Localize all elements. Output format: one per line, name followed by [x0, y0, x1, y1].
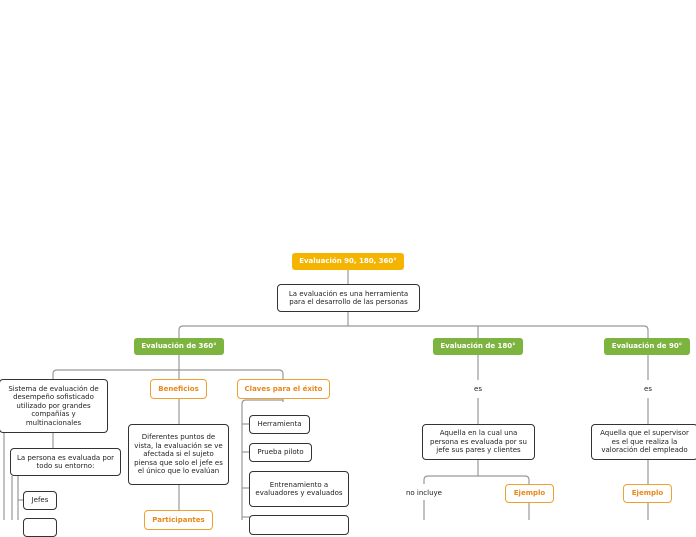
benefits-node[interactable]: Beneficios [150, 379, 207, 399]
connector-180-bus [423, 475, 530, 484]
evaluator-jefes[interactable]: Jefes [23, 491, 57, 510]
keys-node[interactable]: Claves para el éxito [237, 379, 330, 399]
connector-360-bus [52, 369, 284, 379]
e90-example-node[interactable]: Ejemplo [623, 484, 672, 503]
connector-branches-bus [178, 325, 649, 338]
benefits-text-node[interactable]: Diferentes puntos de vista, la evaluació… [128, 424, 229, 485]
mind-map-canvas: Evaluación 90, 180, 360° La evaluación e… [0, 253, 696, 537]
key-item-herramienta[interactable]: Herramienta [249, 415, 310, 434]
e90-connector-label: es [644, 384, 652, 393]
evaluator-next[interactable] [23, 518, 57, 537]
key-item-prueba-piloto[interactable]: Prueba piloto [249, 443, 312, 462]
evaluated-by-node[interactable]: La persona es evaluada por todo su entor… [10, 448, 121, 476]
e180-example-node[interactable]: Ejemplo [505, 484, 554, 503]
definition-node[interactable]: La evaluación es una herramienta para el… [277, 284, 420, 312]
e180-excludes-label: no incluye [405, 488, 442, 497]
root-node[interactable]: Evaluación 90, 180, 360° [292, 253, 404, 270]
connector-lines [3, 270, 649, 520]
e360-description-node[interactable]: Sistema de evaluación de desempeño sofis… [0, 379, 108, 433]
branch-90-title[interactable]: Evaluación de 90° [604, 338, 690, 355]
branch-180-title[interactable]: Evaluación de 180° [433, 338, 523, 355]
participants-node[interactable]: Participantes [144, 510, 213, 530]
e180-description-node[interactable]: Aquella en la cual una persona es evalua… [422, 424, 535, 460]
e180-connector-label: es [474, 384, 482, 393]
branch-360-title[interactable]: Evaluación de 360° [134, 338, 224, 355]
connector-keys-top [241, 399, 283, 405]
key-item-next[interactable] [249, 515, 349, 535]
e90-description-node[interactable]: Aquella que el supervisor es el que real… [591, 424, 696, 460]
key-item-entrenamiento[interactable]: Entrenamiento a evaluadores y evaluados [249, 471, 349, 507]
